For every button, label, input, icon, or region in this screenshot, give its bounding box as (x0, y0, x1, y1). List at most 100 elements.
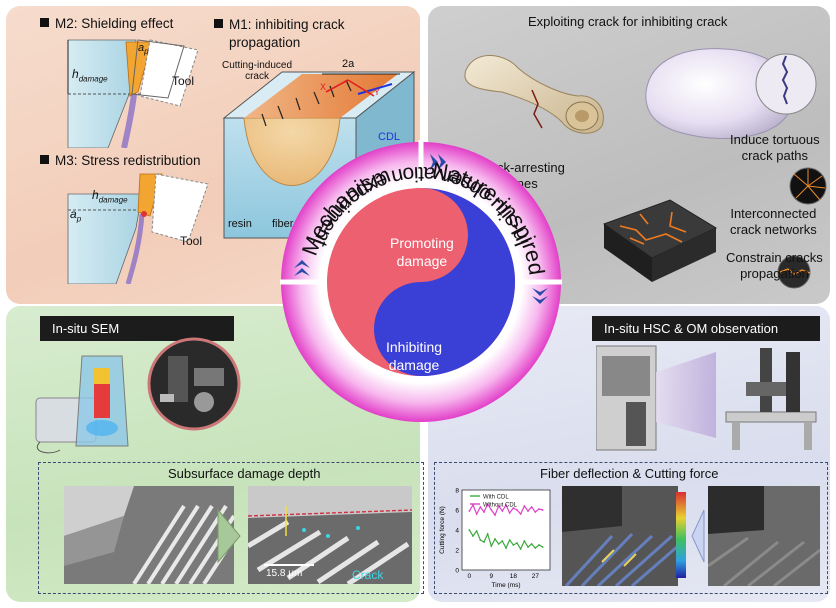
series-point-1-17 (530, 506, 533, 508)
in-situ-sem-title: In-situ SEM (40, 316, 234, 341)
series-point-0-18 (534, 547, 537, 549)
in-situ-hsc-title: In-situ HSC & OM observation (592, 316, 820, 341)
series-point-1-7 (494, 514, 496, 516)
series-point-0-13 (516, 542, 518, 544)
bone-image (464, 55, 604, 134)
series-point-1-8 (497, 505, 500, 507)
series-point-0-6 (490, 545, 493, 547)
series-point-0-19 (538, 544, 540, 546)
y-tick-label-0: 0 (455, 568, 459, 575)
subsurface-damage-box (38, 462, 424, 594)
crack-network-zoom (789, 167, 827, 205)
y-axis-title: Cutting force (N) (439, 506, 446, 554)
series-point-1-19 (538, 508, 540, 510)
h-damage-label-2: hdamage (92, 188, 128, 205)
y-tick-label-2: 4 (455, 528, 459, 535)
series-point-0-11 (508, 539, 511, 541)
series-point-1-4 (483, 511, 485, 513)
series-point-0-0 (468, 529, 471, 531)
x-tick-label-2: 18 (510, 573, 518, 580)
sem-machine-image (35, 355, 129, 454)
two-a-label: 2a (342, 58, 355, 70)
a-p-label-2: ap (70, 207, 82, 224)
y-tick-label-3: 6 (455, 508, 459, 515)
a-p-label: ap (138, 42, 149, 57)
series-point-1-12 (512, 507, 515, 509)
sem-arrow-icon (217, 508, 241, 564)
series-point-1-20 (541, 509, 544, 511)
series-point-1-5 (486, 503, 489, 505)
color-scale-bar (676, 492, 686, 578)
subsurface-title: Subsurface damage depth (168, 466, 321, 481)
series-point-1-15 (523, 505, 526, 507)
series-point-0-3 (479, 539, 482, 541)
y-axis-label: Y (374, 87, 381, 97)
series-point-1-6 (490, 509, 493, 511)
tool-label-2: Tool (180, 234, 203, 248)
cracked-rock-image (602, 199, 718, 282)
series-point-0-5 (486, 533, 489, 535)
om-image (708, 486, 820, 586)
resin-label: resin (228, 218, 252, 230)
series-point-1-18 (534, 511, 537, 513)
series-point-0-16 (527, 546, 529, 548)
fiber-deflection-box (434, 462, 828, 594)
hsc-arrow-icon (691, 509, 705, 563)
series-point-0-1 (472, 535, 474, 537)
hsc-setup-image (596, 345, 817, 451)
series-point-0-4 (483, 541, 485, 543)
shielding-effect-sketch (67, 39, 199, 148)
y-tick-label-1: 2 (455, 548, 459, 555)
cdl-label: CDL (378, 131, 401, 143)
fiber-deflection-image (562, 486, 679, 586)
fiber-label: fiber (272, 218, 294, 230)
series-point-1-11 (508, 512, 511, 514)
series-point-0-7 (494, 538, 496, 540)
y-tick-label-4: 8 (455, 488, 459, 495)
scale-bar-label: 15.8 μm (266, 568, 303, 579)
x-tick-label-1: 9 (490, 573, 494, 580)
stress-redistribution-sketch (67, 173, 209, 284)
series-point-1-10 (505, 504, 507, 506)
h-damage-label: hdamage (72, 67, 108, 84)
sem-chamber-image (147, 337, 241, 431)
series-point-1-13 (516, 509, 518, 511)
series-point-1-14 (519, 513, 522, 515)
series-point-1-0 (468, 510, 471, 512)
x-tick-label-0: 0 (468, 573, 472, 580)
x-tick-label-3: 27 (532, 573, 540, 580)
nature-title: Exploiting crack for inhibiting crack (528, 14, 728, 29)
central-ring-diagram: Mechanism Nature-inspired In-situ observ… (280, 140, 562, 422)
series-point-1-3 (479, 506, 482, 508)
sem-image-left (64, 486, 234, 584)
series-point-0-14 (519, 548, 522, 550)
series-point-1-9 (501, 510, 504, 512)
x-axis-label: X (320, 82, 327, 92)
m3-title: M3: Stress redistribution (40, 153, 201, 168)
series-point-0-9 (501, 540, 504, 542)
sem-image-right (248, 486, 412, 584)
shell-image (645, 48, 817, 139)
m2-title: M2: Shielding effect (40, 16, 173, 31)
series-point-0-8 (497, 543, 500, 545)
fiber-deflection-title: Fiber deflection & Cutting force (540, 466, 719, 481)
series-point-0-20 (541, 546, 544, 548)
series-point-0-12 (512, 544, 515, 546)
series-point-0-17 (530, 543, 533, 545)
legend-label-0: With CDL (483, 495, 509, 501)
series-point-1-16 (527, 510, 529, 512)
series-point-0-15 (523, 540, 526, 542)
crack-label: Crack (352, 568, 384, 582)
x-axis-title: Time (ms) (491, 582, 520, 589)
tool-label: Tool (172, 74, 195, 88)
series-point-0-10 (505, 547, 507, 549)
legend-label-1: Without CDL (483, 503, 518, 509)
